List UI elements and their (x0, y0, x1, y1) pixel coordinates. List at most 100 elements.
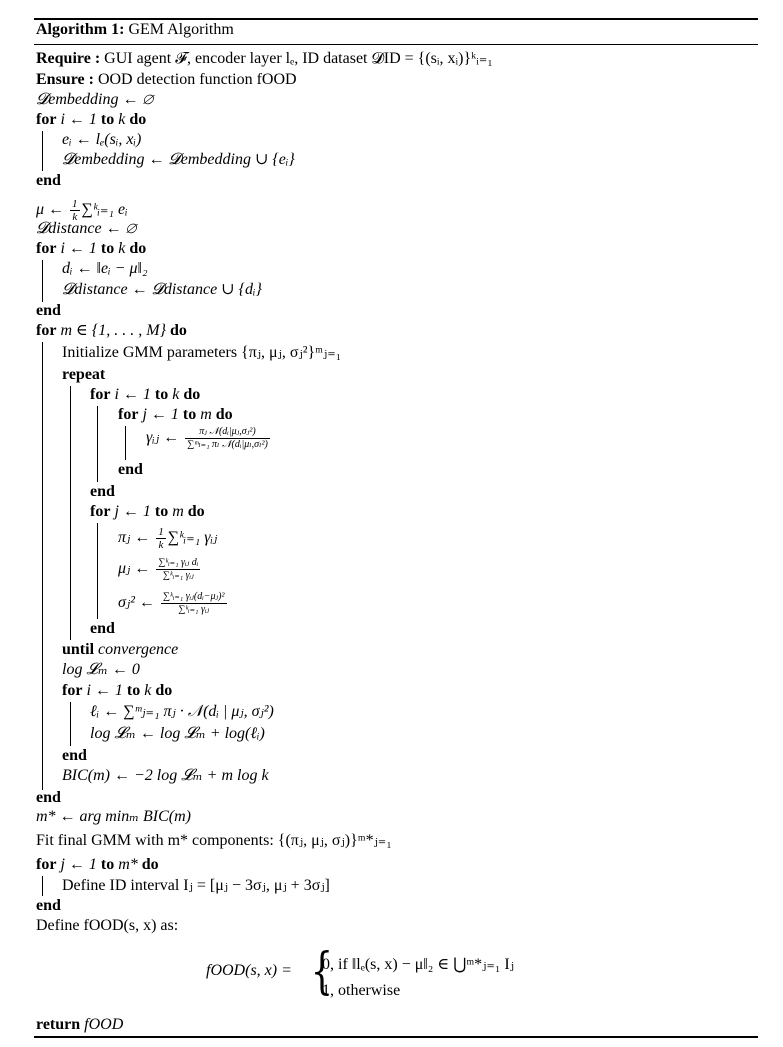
to-keyword: to (154, 386, 169, 403)
block-bar (42, 260, 43, 302)
sigma-fraction: ∑ᵏᵢ₌₁ γᵢⱼ(dᵢ−μⱼ)²∑ᵏᵢ₌₁ γᵢⱼ (160, 591, 227, 616)
mean-lhs: μ ← (36, 201, 69, 219)
for-keyword: for (118, 406, 139, 423)
end-keyword: end (118, 461, 143, 478)
to-keyword: to (182, 406, 197, 423)
line-define-interval: Define ID interval Iⱼ = [μⱼ − 3σⱼ, μⱼ + … (62, 877, 330, 894)
fraction-numerator: πⱼ 𝒩(dᵢ|μⱼ,σⱼ²) (185, 426, 270, 439)
for-keyword: for (36, 240, 57, 257)
ensure-text: OOD detection function fOOD (93, 71, 297, 88)
line-update-sigma: σⱼ² ← ∑ᵏᵢ₌₁ γᵢⱼ(dᵢ−μⱼ)²∑ᵏᵢ₌₁ γᵢⱼ (118, 591, 229, 616)
block-bar (97, 523, 98, 619)
line-distance-init: 𝓓distance ← ∅ (36, 220, 137, 237)
case-otherwise: 1, otherwise (322, 982, 401, 999)
line-for-m: for m ∈ {1, . . . , M} do (36, 322, 187, 340)
fraction-numerator: ∑ᵏᵢ₌₁ γᵢⱼ(dᵢ−μⱼ)² (160, 591, 227, 604)
to-keyword: to (100, 111, 115, 128)
algorithm-bottom-rule (34, 1036, 758, 1038)
line-loglik-init: log 𝓛ₘ ← 0 (62, 661, 140, 678)
fraction-denominator: k (72, 211, 78, 223)
require-line: Require : GUI agent 𝓕, encoder layer lₑ,… (36, 50, 493, 68)
end-keyword: end (62, 747, 87, 764)
do-keyword: do (129, 111, 147, 128)
require-text: GUI agent 𝓕, encoder layer lₑ, ID datase… (100, 50, 493, 67)
line-for-j-interval: for j ← 1 to m* do (36, 856, 159, 874)
for-bound: k (114, 111, 130, 128)
do-keyword: do (141, 856, 159, 873)
for-keyword: for (36, 322, 57, 339)
do-keyword: do (215, 406, 233, 423)
ensure-line: Ensure : OOD detection function fOOD (36, 71, 297, 89)
end-keyword: end (90, 620, 115, 637)
line-likelihood: ℓᵢ ← ∑ᵐⱼ₌₁ πⱼ · 𝒩(dᵢ | μⱼ, σⱼ²) (90, 703, 274, 720)
block-bar (97, 406, 98, 482)
require-keyword: Require : (36, 50, 101, 67)
line-embedding-init: 𝓓embedding ← ∅ (36, 91, 154, 108)
line-for-i-loglik: for i ← 1 to k do (62, 682, 172, 700)
block-bar (42, 342, 43, 790)
line-return: return fOOD (36, 1016, 123, 1034)
for-keyword: for (36, 856, 57, 873)
block-bar (70, 702, 71, 746)
algorithm-name: GEM Algorithm (128, 21, 234, 38)
algorithm-title-rule (34, 44, 758, 45)
block-bar (70, 386, 71, 640)
for-range: i ← 1 (56, 240, 101, 257)
for-keyword: for (62, 682, 83, 699)
return-keyword: return (36, 1016, 81, 1033)
line-for-embedding: for i ← 1 to k do (36, 111, 146, 129)
fraction-denominator: ∑ᵏᵢ₌₁ γᵢⱼ (162, 570, 194, 581)
for-bound: m (196, 406, 216, 423)
algorithm-top-rule (34, 18, 758, 20)
until-condition: convergence (94, 641, 179, 658)
return-value: fOOD (80, 1016, 124, 1033)
responsibility-fraction: πⱼ 𝒩(dᵢ|μⱼ,σⱼ²)∑ᵐₗ₌₁ πₗ 𝒩(dᵢ|μₗ,σₗ²) (185, 426, 270, 451)
line-define-f: Define fOOD(s, x) as: (36, 917, 179, 934)
to-keyword: to (154, 503, 169, 520)
cases-brace: { (310, 942, 334, 1000)
line-loglik-update: log 𝓛ₘ ← log 𝓛ₘ + log(ℓᵢ) (90, 725, 265, 742)
line-embedding-union: 𝓓embedding ← 𝓓embedding ∪ {eᵢ} (62, 151, 295, 168)
fraction-denominator: ∑ᵐₗ₌₁ πₗ 𝒩(dᵢ|μₗ,σₗ²) (187, 439, 268, 450)
for-bound: m* (114, 856, 142, 873)
for-bound: m (168, 503, 188, 520)
for-range: j ← 1 (56, 856, 101, 873)
block-bar (125, 426, 126, 460)
for-range: i ← 1 (56, 111, 101, 128)
ensure-keyword: Ensure : (36, 71, 94, 88)
end-keyword: end (36, 302, 61, 319)
line-distance: dᵢ ← ‖eᵢ − μ‖₂ (62, 260, 148, 277)
line-distance-union: 𝓓distance ← 𝓓distance ∪ {dᵢ} (62, 281, 262, 298)
do-keyword: do (183, 386, 201, 403)
pi-sum: ∑ᵏᵢ₌₁ γᵢⱼ (167, 529, 218, 547)
fraction-numerator: ∑ᵏᵢ₌₁ γᵢⱼ dᵢ (156, 557, 201, 570)
do-keyword: do (169, 322, 187, 339)
sigma-lhs: σⱼ² ← (118, 594, 159, 612)
to-keyword: to (100, 856, 115, 873)
fraction-numerator: 1 (156, 526, 166, 539)
line-until: until convergence (62, 641, 178, 659)
end-keyword: end (36, 172, 61, 189)
to-keyword: to (100, 240, 115, 257)
end-keyword: end (90, 483, 115, 500)
for-keyword: for (90, 386, 111, 403)
for-range: j ← 1 (138, 406, 183, 423)
do-keyword: do (155, 682, 173, 699)
line-fit-final: Fit final GMM with m* components: {(πⱼ, … (36, 832, 392, 849)
for-range: i ← 1 (82, 682, 127, 699)
for-bound: k (140, 682, 156, 699)
algorithm-label: Algorithm 1: (36, 21, 125, 38)
line-encode: eᵢ ← lₑ(sᵢ, xᵢ) (62, 131, 142, 148)
algorithm-title: Algorithm 1: GEM Algorithm (36, 21, 234, 39)
mu-fraction: ∑ᵏᵢ₌₁ γᵢⱼ dᵢ∑ᵏᵢ₌₁ γᵢⱼ (156, 557, 201, 582)
for-bound: k (114, 240, 130, 257)
block-bar (42, 131, 43, 171)
line-for-distance: for i ← 1 to k do (36, 240, 146, 258)
line-argmin: m* ← arg minₘ BIC(m) (36, 808, 191, 825)
for-keyword: for (36, 111, 57, 128)
do-keyword: do (129, 240, 147, 257)
